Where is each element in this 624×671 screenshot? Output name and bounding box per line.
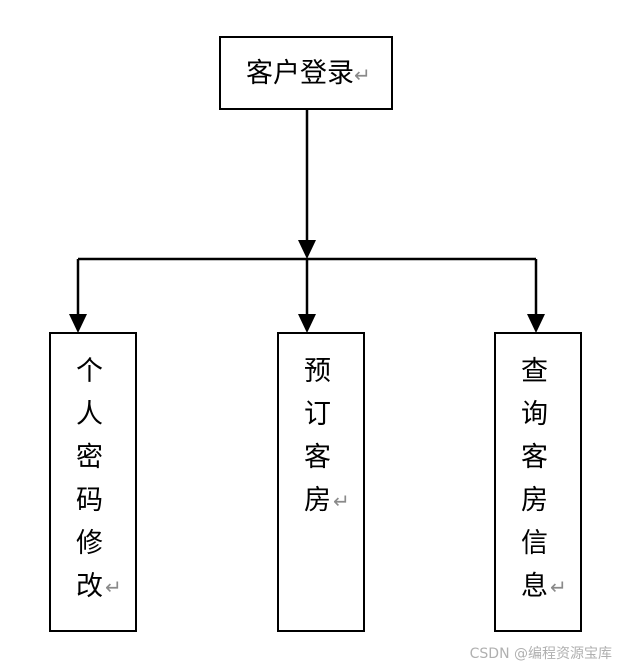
- child-node-2-box: [277, 332, 365, 632]
- root-node-box: [219, 36, 393, 110]
- child-node-2-char-4: 房: [304, 485, 331, 516]
- child-node-1-char-5: 修: [76, 528, 103, 559]
- child-node-2-char-1: 预: [304, 356, 331, 387]
- child-node-3-char-4: 房: [521, 485, 548, 516]
- child-node-3-char-3: 客: [521, 442, 548, 473]
- child-node-1-char-6: 改: [76, 571, 103, 602]
- child-node-1-char-1: 个: [76, 356, 103, 387]
- connector-branch-1-arrowhead: [69, 314, 87, 333]
- child-node-2: 预 订 客 房 ↵: [277, 332, 365, 632]
- child-node-3-char-5: 信: [521, 528, 548, 559]
- root-node-label-text: 客户登录: [246, 58, 354, 89]
- connector-root-arrowhead: [298, 240, 316, 259]
- root-node-label: 客户登录↵: [246, 58, 371, 89]
- child-node-3-box: [494, 332, 582, 632]
- child-node-3-char-1: 查: [521, 356, 548, 387]
- child-node-3-return-mark: ↵: [550, 575, 567, 599]
- child-node-1-return-mark: ↵: [105, 575, 122, 599]
- child-node-1-char-2: 人: [76, 399, 103, 430]
- child-node-1: 个 人 密 码 修 改 ↵: [49, 332, 137, 632]
- connector-branch-3-arrowhead: [527, 314, 545, 333]
- root-node-return-mark: ↵: [354, 63, 371, 87]
- child-node-1-char-3: 密: [76, 442, 103, 473]
- child-node-2-char-2: 订: [304, 399, 331, 430]
- watermark-text: CSDN @编程资源宝库: [469, 646, 612, 662]
- child-node-1-char-4: 码: [76, 485, 103, 516]
- child-node-1-box: [49, 332, 137, 632]
- child-node-2-return-mark: ↵: [333, 489, 350, 513]
- child-node-3-char-6: 息: [521, 571, 548, 602]
- child-node-3: 查 询 客 房 信 息 ↵: [494, 332, 582, 632]
- child-node-3-char-2: 询: [521, 399, 548, 430]
- connector-branch-2-arrowhead: [298, 314, 316, 333]
- child-node-2-char-3: 客: [304, 442, 331, 473]
- root-node: 客户登录↵: [219, 36, 393, 110]
